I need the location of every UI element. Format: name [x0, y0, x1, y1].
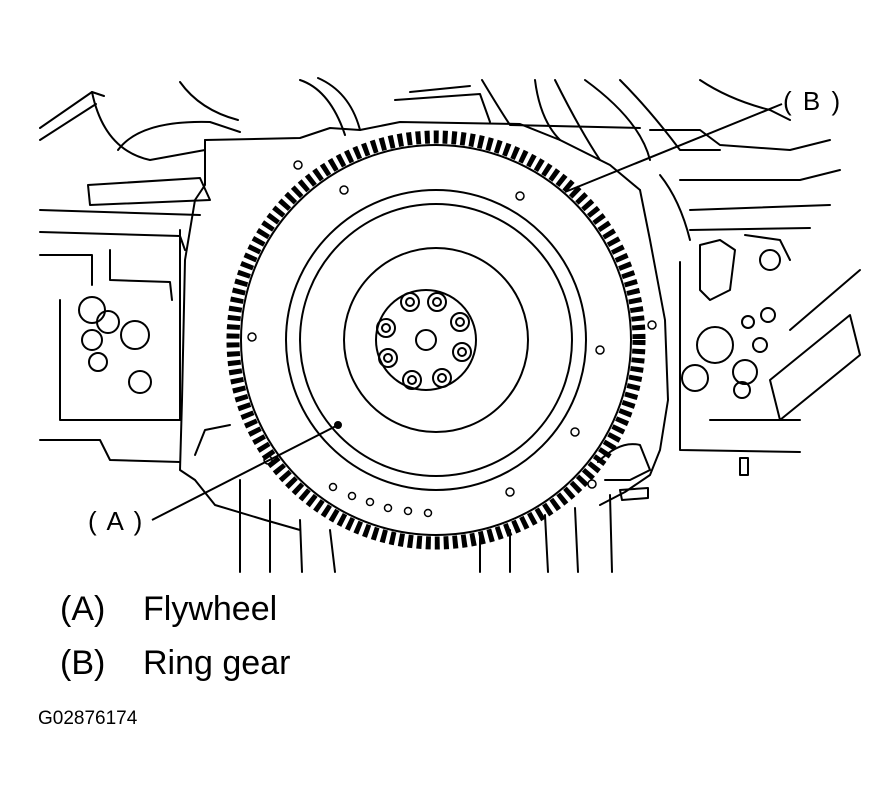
figure-code: G02876174: [38, 708, 138, 729]
callout-b: ( B ): [783, 86, 843, 116]
flywheel-holes: [247, 160, 657, 518]
leader-line-a: [151, 424, 339, 521]
legend-row-ring-gear: (B) Ring gear: [60, 646, 290, 680]
legend-row-flywheel: (A) Flywheel: [60, 592, 277, 626]
flywheel-bolts: [376, 292, 472, 390]
ring-gear-teeth: [226, 130, 646, 550]
flywheel-diagram: [39, 77, 861, 573]
flywheel: [247, 160, 657, 518]
callout-a: ( A ): [88, 506, 145, 536]
legend-label: Ring gear: [143, 644, 291, 682]
ring-gear: [226, 130, 646, 550]
legend-key: (A): [60, 590, 106, 628]
legend-label: Flywheel: [143, 590, 278, 628]
leader-lines: [151, 103, 783, 521]
ring-gear-inner-edge: [240, 144, 632, 536]
legend-key: (B): [60, 644, 106, 682]
engine-background-lines: [39, 77, 861, 573]
leader-line-b: [564, 103, 783, 193]
